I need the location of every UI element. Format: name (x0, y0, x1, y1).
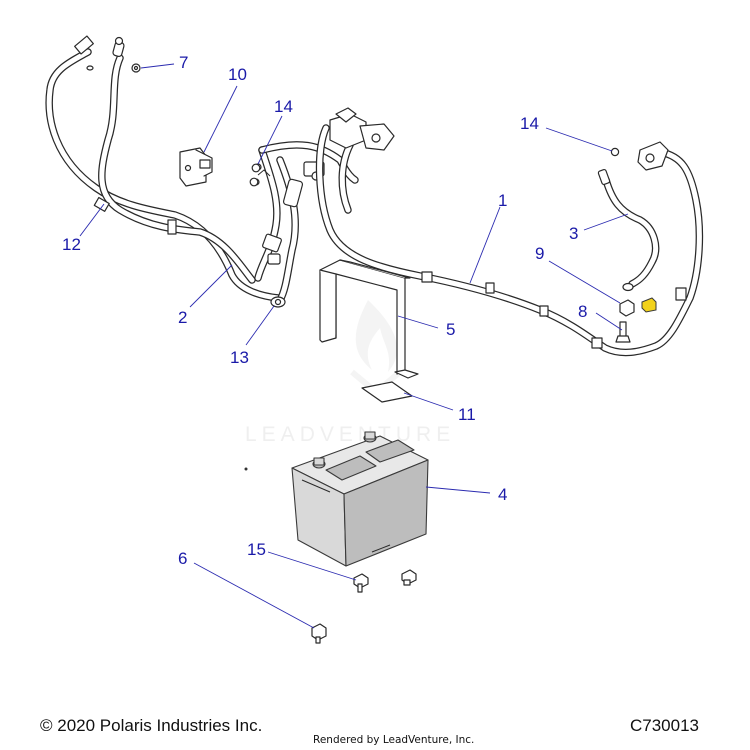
callout-14-right: 14 (520, 114, 539, 133)
callout-8: 8 (578, 302, 587, 321)
callout-labels: 1 2 3 4 5 6 7 8 9 10 11 12 13 14 14 15 (62, 53, 587, 568)
callout-5: 5 (446, 320, 455, 339)
diagram-code: C730013 (630, 716, 700, 735)
cable-12-positive-lead (45, 35, 282, 302)
part-7-nut (131, 63, 141, 73)
watermark-text: LEADVENTURE (245, 423, 455, 446)
fastener-bolt-yellow (641, 297, 657, 313)
stray-mark (244, 467, 248, 471)
part-14-nut-right (610, 147, 620, 157)
callout-10: 10 (228, 65, 247, 84)
callout-7: 7 (179, 53, 188, 72)
callout-4: 4 (498, 485, 507, 504)
callout-15: 15 (247, 540, 266, 559)
watermark-logo: LEADVENTURE (245, 300, 455, 446)
callout-6: 6 (178, 549, 187, 568)
callout-3: 3 (569, 224, 578, 243)
terminal-connector (74, 35, 94, 55)
part-10-relay-bracket (179, 147, 213, 187)
part-8-terminal-bolt (615, 321, 631, 343)
cable-3-ground-lead (597, 169, 660, 292)
callout-14: 14 (274, 97, 293, 116)
callout-11: 11 (458, 405, 476, 424)
part-4-battery (291, 431, 429, 567)
part-13-ground-terminal (270, 296, 286, 308)
callout-12: 12 (62, 235, 81, 254)
part-15-bolt (353, 569, 417, 593)
callout-1: 1 (498, 191, 507, 210)
cable-1-main-battery-cable (315, 107, 704, 357)
rendered-by-notice: Rendered by LeadVenture, Inc. (313, 734, 475, 746)
callout-2: 2 (178, 308, 187, 327)
copyright-notice: © 2020 Polaris Industries Inc. (40, 716, 263, 735)
part-5-hold-down-bracket (319, 259, 419, 379)
part-9-flange-nut (619, 299, 635, 317)
leader-lines (79, 63, 629, 629)
part-6-bolt (311, 623, 327, 644)
callout-13: 13 (230, 348, 249, 367)
callout-9: 9 (535, 244, 544, 263)
cable-tie (93, 196, 110, 212)
part-14-nut (249, 163, 261, 187)
